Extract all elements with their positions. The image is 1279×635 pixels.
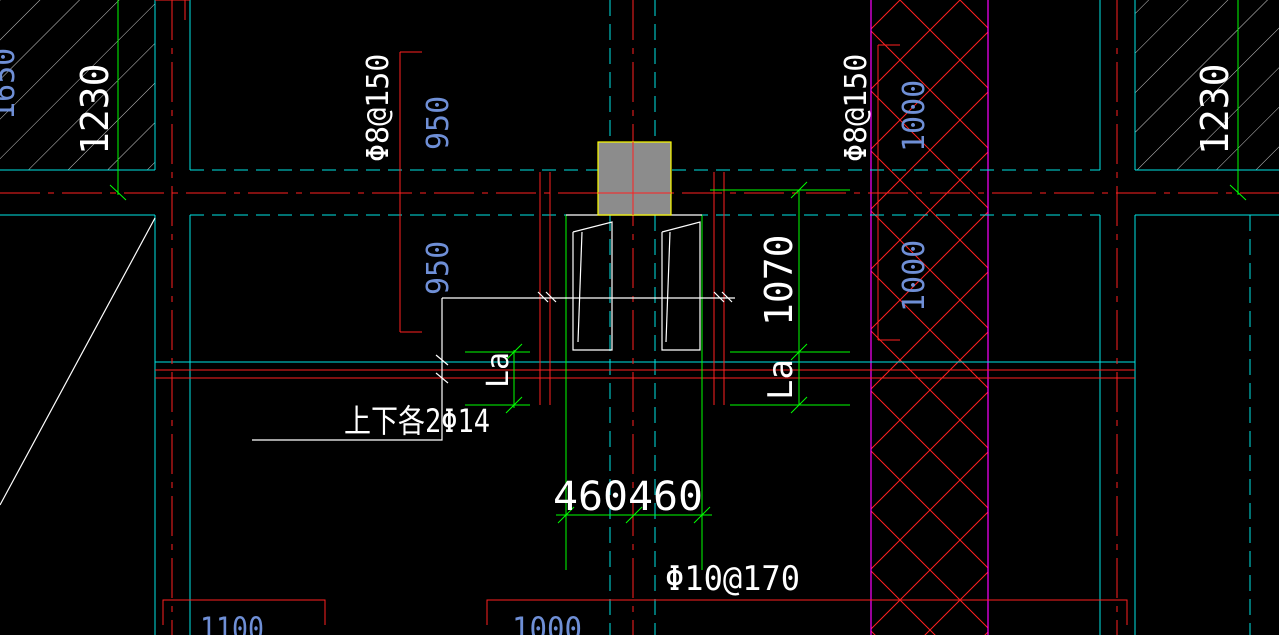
dim-bottom-left: 1100: [200, 610, 264, 635]
la-left: La: [481, 352, 516, 388]
cross-hatched-wall: [870, 0, 989, 635]
dim-width: 460460: [553, 474, 703, 520]
dim-left-slab: 1230: [73, 63, 117, 155]
rebar-right-label: Φ8@150: [839, 54, 874, 162]
dim-right-top: 1000: [897, 80, 932, 152]
dim-left-top: 950: [421, 96, 456, 150]
stirrup-label: Φ10@170: [665, 559, 800, 599]
column: [597, 141, 672, 216]
dim-right-slab: 1230: [1193, 63, 1237, 155]
rebar-detail: [0, 214, 735, 506]
column-axis-cross: [598, 142, 671, 215]
rebar-left-label: Φ8@150: [361, 54, 396, 162]
text-labels: 1650 1230 1230 Φ8@150 Φ8@150 950 950 100…: [0, 48, 1237, 635]
dimension-lines: [109, 0, 1247, 570]
dim-1070: 1070: [757, 234, 801, 326]
la-right: La: [761, 359, 801, 400]
right-hatched-slab: [1134, 0, 1279, 171]
bar-note: 上下各2Φ14: [344, 402, 490, 440]
dim-top-left-partial: 1650: [0, 48, 22, 120]
dim-left-bottom: 950: [421, 241, 456, 295]
dim-right-bottom: 1000: [897, 240, 932, 312]
dim-bottom-mid: 1000: [512, 610, 582, 635]
left-hatched-slab: [0, 0, 156, 171]
